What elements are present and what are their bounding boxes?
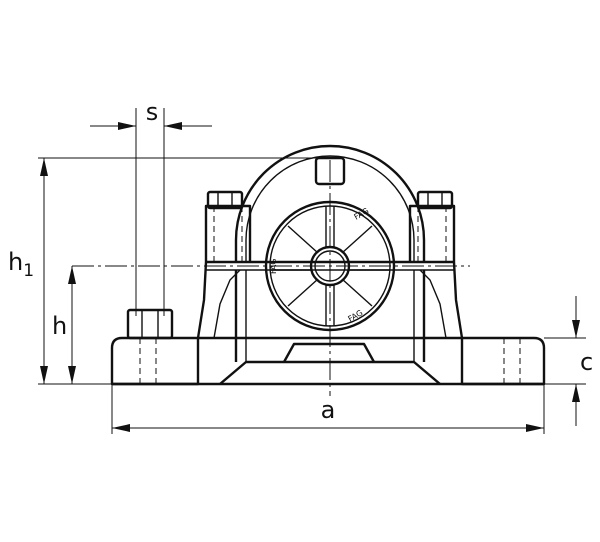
cap-bolt-left xyxy=(206,190,244,210)
dimension-label-h: h xyxy=(52,312,67,340)
base-bolt-left xyxy=(126,308,174,340)
dimension-s: s xyxy=(90,98,212,316)
dimension-label-s: s xyxy=(146,98,159,126)
dimension-label-h1: h1 xyxy=(8,248,34,281)
dimension-h1: h1 xyxy=(8,157,330,385)
centre-lines xyxy=(72,160,470,396)
dimension-label-c: c xyxy=(580,348,593,376)
dimension-a: a xyxy=(111,384,545,434)
housing-outline xyxy=(110,144,546,386)
dimension-label-h1-base: h xyxy=(8,248,23,276)
dimension-c: c xyxy=(544,296,593,426)
dimension-h: h xyxy=(52,266,76,384)
dimension-label-a: a xyxy=(321,396,336,424)
dimension-label-h1-subscript: 1 xyxy=(23,261,34,281)
bearing-spokes xyxy=(270,206,390,326)
cap-bolt-right xyxy=(416,190,454,210)
